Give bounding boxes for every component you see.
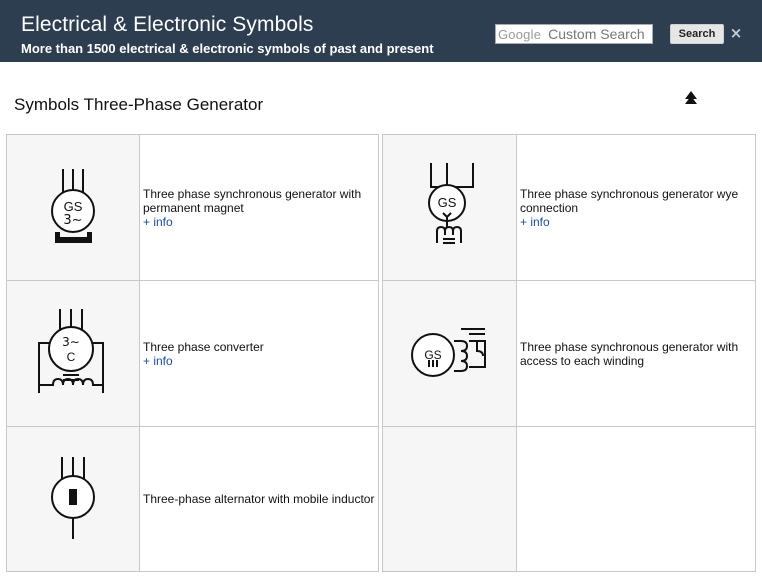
symbol-label: C [67, 350, 76, 364]
column-separator [379, 134, 382, 572]
symbol-cell[interactable]: GS [382, 134, 517, 281]
site-subtitle: More than 1500 electrical & electronic s… [21, 41, 434, 56]
symbol-description: Three phase converter [143, 339, 264, 354]
empty-symbol-cell [382, 426, 517, 572]
symbol-description: Three-phase alternator with mobile induc… [143, 492, 375, 506]
symbol-label: 3∼ [62, 335, 80, 349]
description-cell: Three-phase alternator with mobile induc… [139, 426, 379, 572]
symbol-cell[interactable]: GS [382, 280, 517, 427]
converter-symbol: 3∼ C [38, 309, 104, 393]
symbol-label: 3∼ [63, 213, 82, 228]
alternator-mobile-inductor-symbol [51, 457, 95, 539]
symbol-cell[interactable]: 3∼ C [6, 280, 140, 427]
site-header: Electrical & Electronic Symbols More tha… [0, 0, 762, 62]
search-box[interactable]: Google [495, 24, 653, 44]
symbol-cell[interactable]: GS 3∼ [6, 134, 140, 281]
site-title[interactable]: Electrical & Electronic Symbols [21, 13, 314, 36]
symbol-label: GS [424, 348, 441, 362]
generator-winding-access-symbol: GS [411, 328, 486, 377]
description-cell: Three phase synchronous generator wye co… [516, 134, 756, 281]
symbol-cell[interactable] [6, 426, 140, 572]
symbol-label: GS [64, 199, 83, 214]
symbol-description: Three phase synchronous generator with p… [143, 186, 362, 215]
info-link[interactable]: + info [143, 353, 173, 368]
empty-description-cell [516, 426, 756, 572]
google-logo: Google [498, 26, 542, 42]
symbols-grid: GS 3∼ Three phase synchronous generator … [6, 134, 756, 572]
generator-permanent-magnet-symbol: GS 3∼ [51, 169, 95, 243]
scroll-to-top-icon[interactable] [683, 90, 699, 106]
search-input[interactable] [548, 26, 649, 42]
symbol-description: Three phase synchronous generator wye co… [520, 186, 739, 215]
info-link[interactable]: + info [520, 214, 550, 229]
info-link[interactable]: + info [143, 214, 173, 229]
page-title: Symbols Three-Phase Generator [14, 95, 264, 114]
symbol-description: Three phase synchronous generator with a… [520, 339, 739, 368]
symbol-label: GS [438, 195, 457, 210]
search-button[interactable]: Search [670, 24, 724, 44]
description-cell: Three phase synchronous generator with p… [139, 134, 379, 281]
description-cell: Three phase converter + info [139, 280, 379, 427]
description-cell: Three phase synchronous generator with a… [516, 280, 756, 427]
generator-wye-symbol: GS [428, 163, 474, 244]
close-icon[interactable]: × [729, 24, 743, 42]
